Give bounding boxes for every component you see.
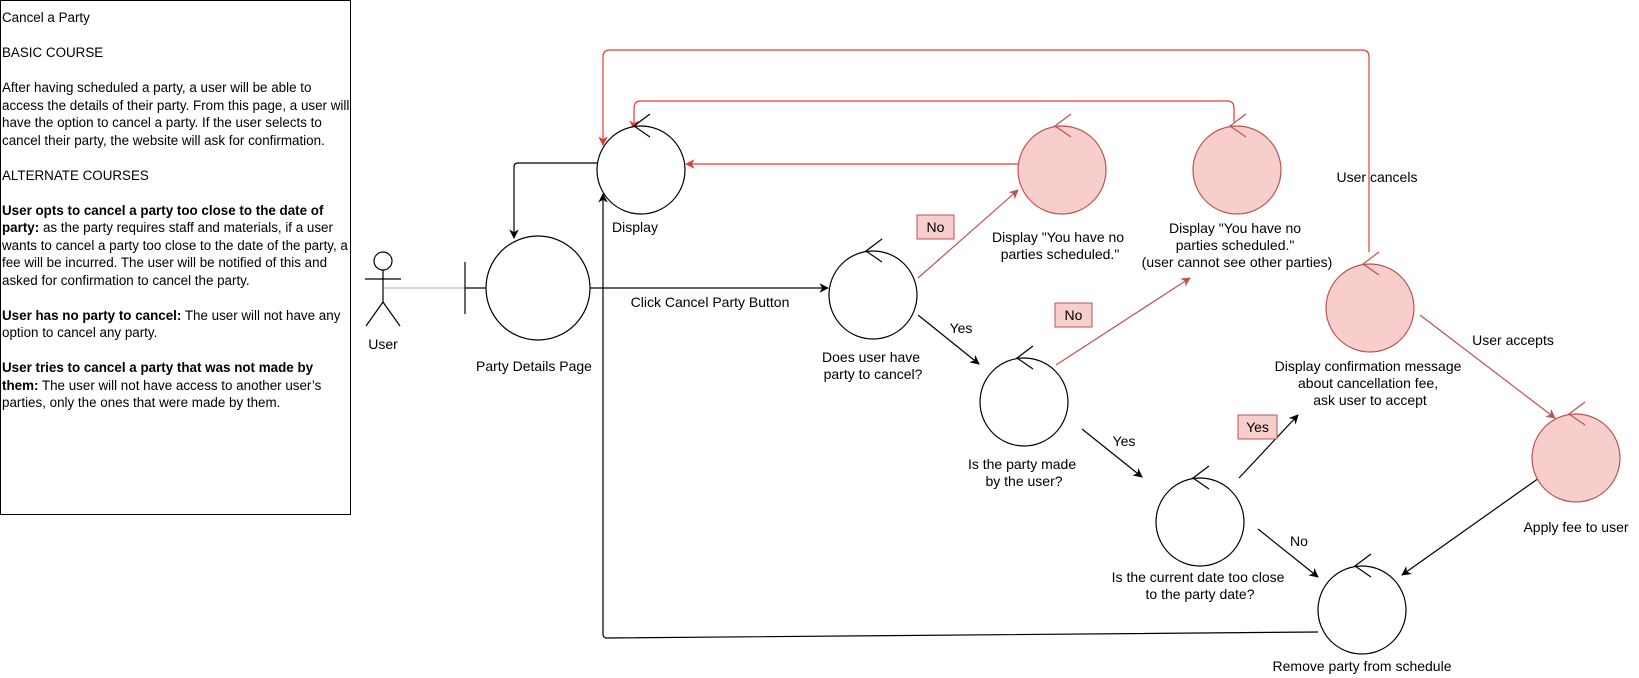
- display-control-label-line-1: Display: [612, 219, 658, 235]
- edge-user-accepts: [1419, 314, 1556, 419]
- edge-too-close-no: [1257, 528, 1319, 578]
- edge-label-no-1: No: [916, 214, 955, 240]
- edge-label-yes-3: Yes: [1237, 414, 1278, 440]
- remove-party-control: [1317, 553, 1407, 655]
- confirmation-control-label: Display confirmation message about cance…: [1275, 358, 1466, 408]
- alternate-course-2: User has no party to cancel: The user wi…: [2, 307, 350, 342]
- edge-has-party-no: [917, 189, 1019, 279]
- edge-label-yes-2: Yes: [1113, 433, 1136, 449]
- display-control: [596, 113, 686, 215]
- made-by-user-control-label: Is the party made by the user?: [968, 456, 1080, 489]
- apply-fee-label-line-1: Apply fee to user: [1523, 519, 1628, 535]
- alternate-course-1-text: as the party requires staff and material…: [2, 220, 348, 288]
- has-party-control: [828, 238, 918, 340]
- too-close-control: [1155, 465, 1245, 567]
- confirmation-label-line-3: ask user to accept: [1313, 392, 1427, 408]
- use-case-title: Cancel a Party: [2, 10, 90, 25]
- no-parties-2-label-line-2: parties scheduled.": [1176, 237, 1295, 253]
- edge-display-to-boundary: [509, 162, 602, 239]
- edge-label-yes-3-text: Yes: [1246, 419, 1269, 435]
- alternate-course-2-heading: User has no party to cancel:: [2, 307, 182, 323]
- party-details-page-label: Party Details Page: [476, 358, 592, 374]
- edge-made-by-user-yes: [1081, 428, 1143, 478]
- party-details-page-boundary: [464, 235, 591, 341]
- edge-label-user-cancels: User cancels: [1337, 169, 1418, 185]
- alternate-course-2-text: The user will not have any option to can…: [2, 307, 341, 341]
- use-case-description: Cancel a Party BASIC COURSE After having…: [0, 0, 351, 515]
- edge-too-close-yes: [1238, 414, 1299, 479]
- edge-label-user-accepts: User accepts: [1472, 332, 1554, 348]
- alternate-course-1: User opts to cancel a party too close to…: [2, 202, 350, 290]
- no-parties-control-1: [1017, 113, 1107, 215]
- edge-label-no-2-text: No: [1065, 307, 1083, 323]
- edge-remove-to-display: [598, 193, 1319, 639]
- display-control-label: Display: [612, 219, 658, 235]
- user-actor-label: User: [368, 336, 398, 352]
- made-by-user-label-line-1: Is the party made: [968, 456, 1076, 472]
- user-actor: [365, 251, 401, 327]
- edge-label-no-2: No: [1054, 302, 1093, 328]
- apply-fee-control: [1531, 401, 1621, 503]
- made-by-user-control: [979, 345, 1069, 447]
- remove-party-control-label: Remove party from schedule: [1273, 658, 1452, 674]
- no-parties-control-2: [1192, 113, 1282, 215]
- confirmation-label-line-1: Display confirmation message: [1275, 358, 1462, 374]
- no-parties-1-label-line-2: parties scheduled.": [1001, 246, 1120, 262]
- no-parties-1-label-line-1: Display "You have no: [992, 229, 1124, 245]
- too-close-control-label: Is the current date too close to the par…: [1112, 569, 1289, 602]
- edge-label-yes-1: Yes: [950, 320, 973, 336]
- made-by-user-label-line-2: by the user?: [985, 473, 1062, 489]
- alternate-course-3-text: The user will not have access to another…: [2, 377, 322, 411]
- edge-apply-fee-to-remove: [1401, 477, 1540, 576]
- no-parties-control-2-label: Display "You have no parties scheduled."…: [1142, 220, 1333, 270]
- no-parties-2-label-line-1: Display "You have no: [1169, 220, 1301, 236]
- edge-made-by-user-no: [1055, 277, 1191, 366]
- alternate-course-3: User tries to cancel a party that was no…: [2, 359, 350, 412]
- confirmation-label-line-2: about cancellation fee,: [1298, 375, 1438, 391]
- alternate-course-1-heading: User opts to cancel a party too close to…: [2, 202, 324, 236]
- confirmation-control: [1325, 251, 1415, 353]
- alternate-course-3-heading: User tries to cancel a party that was no…: [2, 360, 314, 393]
- too-close-label-line-1: Is the current date too close: [1112, 569, 1285, 585]
- remove-party-label-line-1: Remove party from schedule: [1273, 658, 1452, 674]
- basic-course-heading: BASIC COURSE: [2, 45, 104, 60]
- has-party-label-line-2: party to cancel?: [824, 366, 923, 382]
- too-close-label-line-2: to the party date?: [1146, 586, 1255, 602]
- has-party-label-line-1: Does user have: [822, 349, 920, 365]
- edge-label-no-1-text: No: [927, 219, 945, 235]
- edge-has-party-yes: [917, 314, 980, 365]
- edge-user-cancels: [598, 49, 1370, 252]
- basic-course-text: After having scheduled a party, a user w…: [2, 80, 350, 148]
- no-parties-2-label-line-3: (user cannot see other parties): [1142, 254, 1333, 270]
- edge-label-no-3: No: [1290, 533, 1308, 549]
- edge-no-parties-2-to-display: [629, 100, 1235, 130]
- no-parties-control-1-label: Display "You have no parties scheduled.": [992, 229, 1128, 262]
- apply-fee-control-label: Apply fee to user: [1523, 519, 1628, 535]
- alternate-courses-heading: ALTERNATE COURSES: [2, 167, 149, 183]
- edge-label-click-cancel: Click Cancel Party Button: [631, 294, 790, 310]
- has-party-control-label: Does user have party to cancel?: [822, 349, 924, 382]
